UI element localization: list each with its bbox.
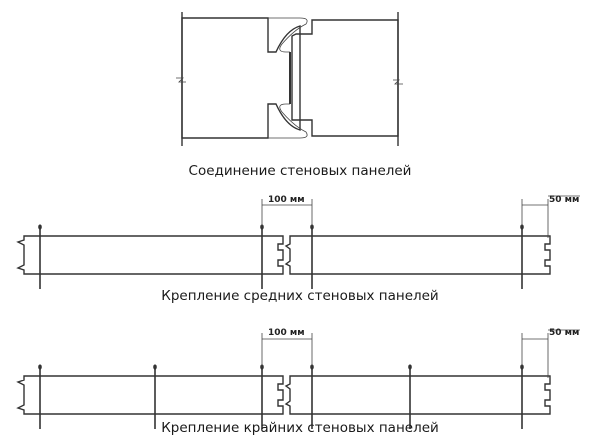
right-break-mark bbox=[393, 79, 403, 85]
dim-100-middle: 100 мм bbox=[268, 195, 305, 205]
right-panel bbox=[284, 235, 551, 275]
caption-edge: Крепление крайних стеновых панелей bbox=[161, 420, 439, 436]
dim-50-edge: 50 мм bbox=[549, 328, 579, 338]
screw-head bbox=[408, 364, 412, 370]
screw-head bbox=[260, 364, 264, 370]
left-panel bbox=[16, 375, 284, 415]
screw-head bbox=[38, 364, 42, 370]
screw-head bbox=[38, 224, 42, 230]
left-break-mark bbox=[176, 77, 186, 83]
caption-middle: Крепление средних стеновых панелей bbox=[161, 288, 438, 304]
screw-head bbox=[310, 364, 314, 370]
screw-head bbox=[153, 364, 157, 370]
right-panel-section bbox=[291, 19, 399, 137]
dim-100-edge: 100 мм bbox=[268, 328, 305, 338]
dim-50-middle: 50 мм bbox=[549, 195, 579, 205]
joint-detail bbox=[176, 12, 403, 146]
left-panel bbox=[16, 235, 284, 275]
left-panel-section bbox=[181, 17, 301, 139]
edge-panels-fastening bbox=[16, 329, 580, 429]
screw-head bbox=[520, 224, 524, 230]
screw-head bbox=[520, 364, 524, 370]
right-panel bbox=[284, 375, 551, 415]
caption-joint: Соединение стеновых панелей bbox=[189, 163, 412, 179]
tongue-profile bbox=[268, 17, 308, 139]
middle-panels-fastening bbox=[16, 195, 580, 289]
screw-head bbox=[310, 224, 314, 230]
screw-head bbox=[260, 224, 264, 230]
